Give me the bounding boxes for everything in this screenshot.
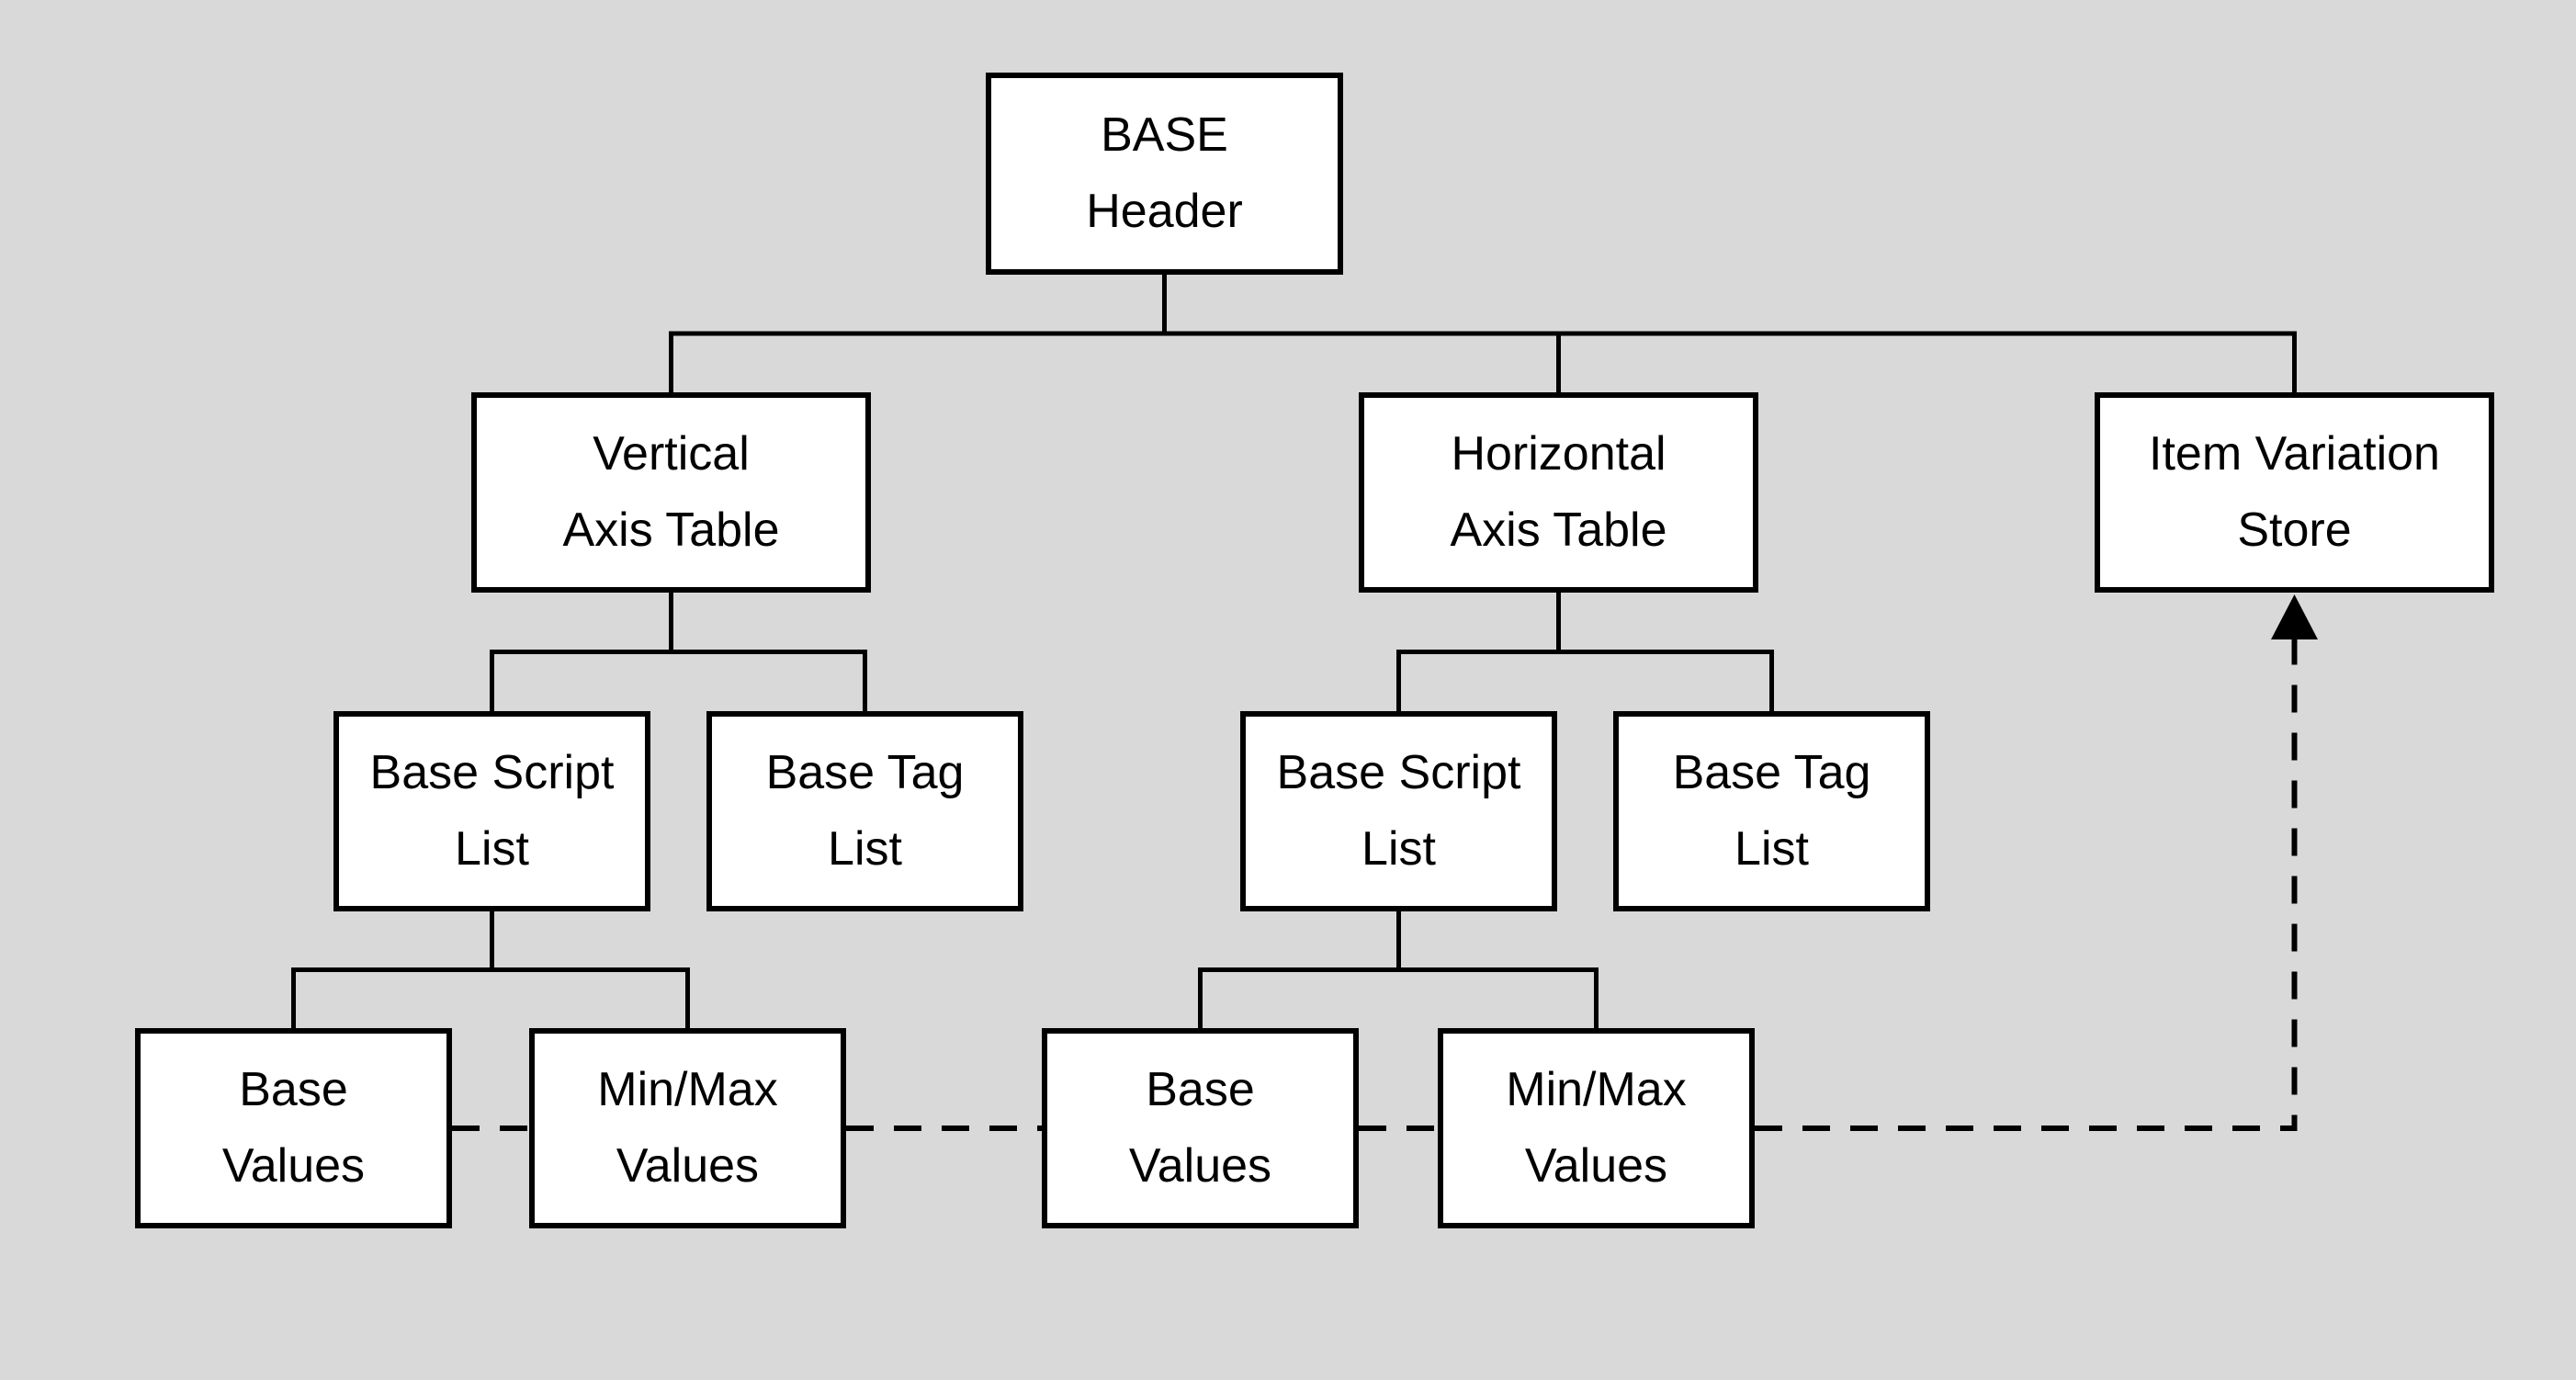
node-base-script-list-vertical-label: Base Script List bbox=[369, 745, 615, 876]
node-horizontal-axis-table-label: Horizontal Axis Table bbox=[1450, 426, 1667, 557]
node-minmax-values-horizontal-label: Min/Max Values bbox=[1506, 1062, 1687, 1193]
node-vertical-axis-table-label: Vertical Axis Table bbox=[562, 426, 780, 557]
node-base-header: BASE Header bbox=[986, 73, 1343, 275]
node-minmax-values-horizontal: Min/Max Values bbox=[1438, 1028, 1755, 1228]
node-item-variation-store-label: Item Variation Store bbox=[2149, 426, 2440, 557]
node-base-tag-list-vertical: Base Tag List bbox=[706, 711, 1023, 911]
node-vertical-axis-table: Vertical Axis Table bbox=[471, 392, 871, 593]
node-minmax-values-vertical: Min/Max Values bbox=[529, 1028, 846, 1228]
node-item-variation-store: Item Variation Store bbox=[2095, 392, 2494, 593]
node-horizontal-axis-table: Horizontal Axis Table bbox=[1359, 392, 1758, 593]
node-base-header-label: BASE Header bbox=[1086, 107, 1243, 238]
node-base-script-list-vertical: Base Script List bbox=[333, 711, 650, 911]
node-minmax-values-vertical-label: Min/Max Values bbox=[597, 1062, 778, 1193]
node-base-values-horizontal-label: Base Values bbox=[1128, 1062, 1272, 1193]
node-base-tag-list-horizontal-label: Base Tag List bbox=[1672, 745, 1871, 876]
node-base-script-list-horizontal-label: Base Script List bbox=[1276, 745, 1521, 876]
dashed-arrow-head bbox=[2271, 594, 2318, 639]
node-base-tag-list-horizontal: Base Tag List bbox=[1613, 711, 1930, 911]
node-base-values-vertical: Base Values bbox=[135, 1028, 452, 1228]
node-base-values-vertical-label: Base Values bbox=[221, 1062, 366, 1193]
dashed-mm-h-to-item-variation bbox=[1755, 634, 2298, 1131]
node-base-script-list-horizontal: Base Script List bbox=[1240, 711, 1557, 911]
node-base-tag-list-vertical-label: Base Tag List bbox=[765, 745, 965, 876]
node-base-values-horizontal: Base Values bbox=[1042, 1028, 1359, 1228]
